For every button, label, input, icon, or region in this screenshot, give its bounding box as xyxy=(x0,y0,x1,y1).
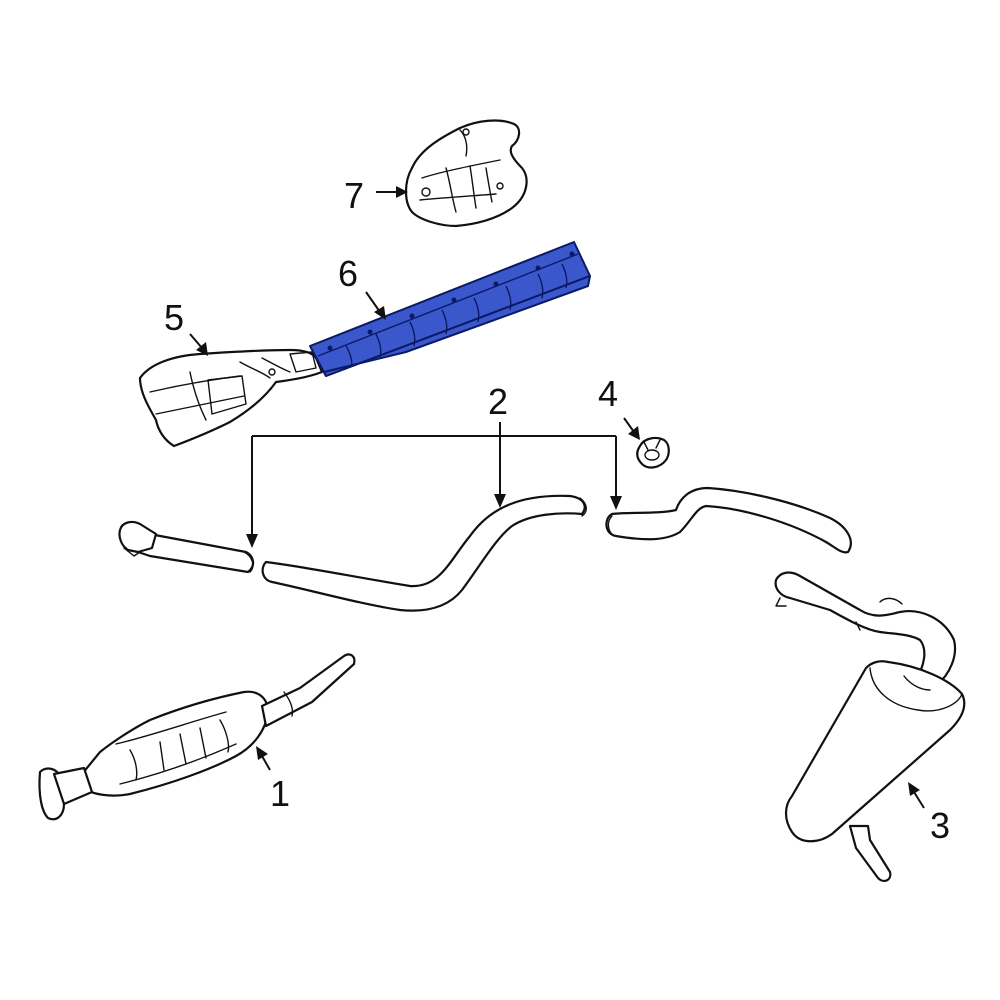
callout-6: 6 xyxy=(338,253,358,294)
callout-5: 5 xyxy=(164,297,184,338)
part-3-muffler[interactable] xyxy=(774,571,966,882)
callout-3: 3 xyxy=(930,805,950,846)
part-5-heat-shield[interactable] xyxy=(138,348,324,448)
part-1-catalytic-converter[interactable] xyxy=(38,653,356,821)
part-7-heat-shield[interactable] xyxy=(404,119,528,228)
part-6-heat-shield-highlighted[interactable] xyxy=(309,241,591,377)
callout-2: 2 xyxy=(488,381,508,422)
callout-1: 1 xyxy=(270,773,290,814)
part-2-intermediate-pipe[interactable] xyxy=(118,486,852,612)
callout-labels: 7 6 5 2 4 1 3 xyxy=(164,175,950,846)
callout-4: 4 xyxy=(598,373,618,414)
part-4-hanger[interactable] xyxy=(636,436,670,469)
callout-7: 7 xyxy=(344,175,364,216)
leader-lines xyxy=(189,186,925,809)
